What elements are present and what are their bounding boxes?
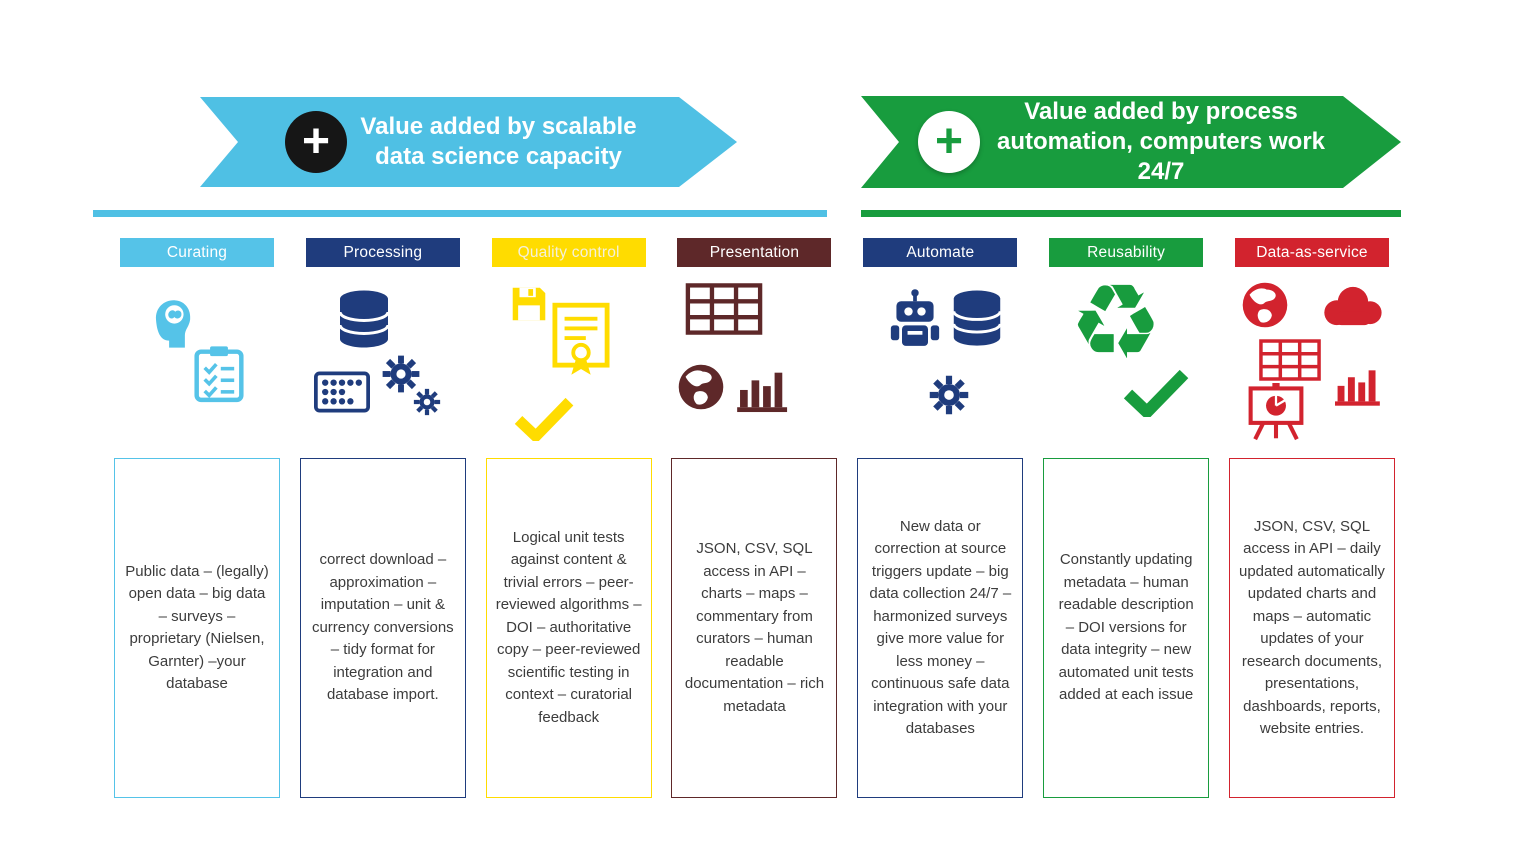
cloud-icon	[1317, 285, 1387, 327]
quality-control-icons	[486, 267, 652, 458]
banner-title: Value added by scalable data science cap…	[330, 112, 667, 172]
floppy-disk-icon	[510, 285, 548, 323]
gear-icon	[927, 373, 971, 417]
certificate-icon	[552, 301, 610, 379]
processing-icons	[300, 267, 466, 458]
column-body-curating: Public data – (legally) open data – big …	[114, 458, 280, 798]
pie-presentation-icon	[1247, 383, 1305, 441]
columns-row: Curating Public data – (legally) open da…	[114, 238, 1395, 798]
robot-icon	[889, 287, 941, 349]
banner-title-line2: automation, computers work 24/7	[996, 128, 1326, 185]
banner-title-line1: Value added by process	[1024, 98, 1298, 125]
banner-title-line2: data science capacity	[375, 143, 622, 170]
column-curating: Curating Public data – (legally) open da…	[114, 238, 280, 798]
database-icon	[336, 289, 392, 351]
column-automate: Automate New data or correction at sourc…	[857, 238, 1024, 798]
column-header-reusability: Reusability	[1049, 238, 1204, 267]
brain-head-icon	[142, 295, 198, 353]
checklist-clipboard-icon	[194, 343, 244, 405]
checkmark-icon	[1123, 369, 1189, 417]
column-data-as-service: Data-as-service JSON, CSV, SQL acce	[1228, 238, 1395, 798]
plus-icon: +	[918, 111, 980, 173]
banner-title-line1: Value added by scalable	[360, 113, 637, 140]
column-header-automate: Automate	[863, 238, 1018, 267]
globe-icon	[677, 363, 725, 411]
column-presentation: Presentation JSON, CSV, SQL access in AP…	[671, 238, 838, 798]
column-body-automate: New data or correction at source trigger…	[857, 458, 1024, 798]
column-header-processing: Processing	[305, 238, 460, 267]
column-body-processing: correct download – approximation – imput…	[299, 458, 466, 798]
database-icon	[949, 289, 1005, 349]
curating-icons	[114, 267, 280, 458]
column-body-quality-control: Logical unit tests against content & tri…	[485, 458, 652, 798]
blue-divider-line	[93, 210, 827, 217]
column-header-data-as-service: Data-as-service	[1234, 238, 1389, 267]
column-body-data-as-service: JSON, CSV, SQL access in API – daily upd…	[1228, 458, 1395, 798]
column-header-curating: Curating	[120, 238, 274, 267]
column-body-reusability: Constantly updating metadata – human rea…	[1043, 458, 1210, 798]
bar-chart-icon	[737, 365, 793, 413]
data-as-service-icons	[1229, 267, 1395, 458]
table-icon	[685, 283, 763, 335]
banner-process-automation: + Value added by process automation, com…	[861, 96, 1401, 188]
plus-icon: +	[285, 111, 347, 173]
column-body-presentation: JSON, CSV, SQL access in API – charts – …	[671, 458, 838, 798]
bar-chart-icon	[1334, 363, 1385, 407]
banner-title: Value added by process automation, compu…	[991, 97, 1331, 187]
green-divider-line	[861, 210, 1401, 217]
reusability-icons: ♻	[1043, 267, 1209, 458]
banner-scalable-data-science: + Value added by scalable data science c…	[200, 97, 737, 187]
gear-icon	[380, 353, 422, 395]
table-icon	[1259, 339, 1321, 381]
presentation-icons	[671, 267, 837, 458]
globe-icon	[1241, 281, 1289, 329]
abacus-icon	[313, 371, 370, 413]
column-processing: Processing correct download – approximat…	[299, 238, 466, 798]
column-header-quality-control: Quality control	[491, 238, 646, 267]
checkmark-icon	[514, 397, 574, 441]
column-reusability: Reusability ♻ Constantly updating metada…	[1043, 238, 1210, 798]
column-quality-control: Quality control Logical unit tests again…	[485, 238, 652, 798]
gear-icon	[412, 387, 442, 417]
column-header-presentation: Presentation	[677, 238, 832, 267]
recycle-icon: ♻	[1069, 265, 1163, 381]
automate-icons	[857, 267, 1023, 458]
